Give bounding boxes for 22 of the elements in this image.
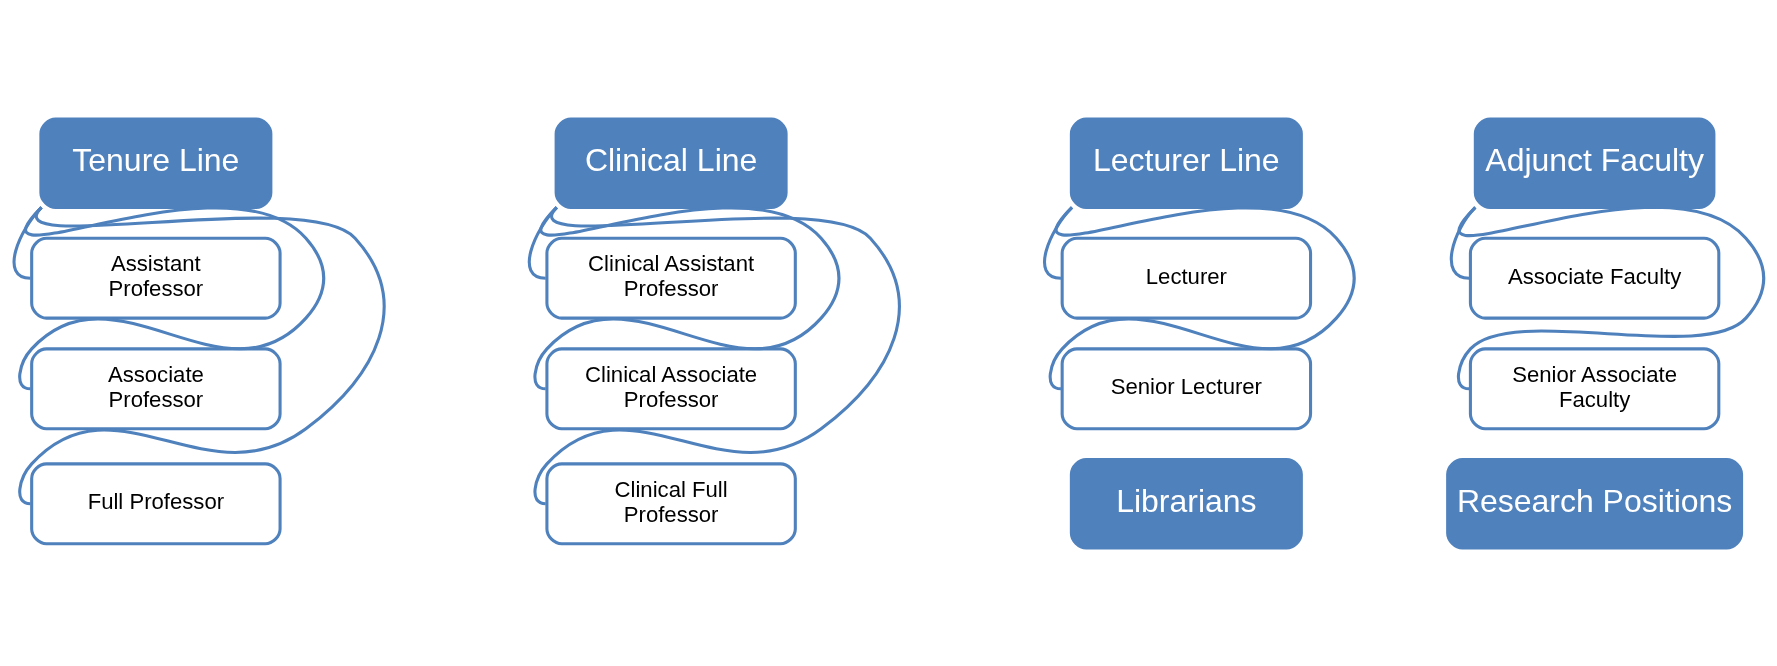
connector	[18, 205, 326, 390]
node-box: Associate Professor	[30, 346, 282, 430]
connector	[18, 206, 386, 505]
connector	[1457, 205, 1766, 390]
connector	[533, 205, 841, 390]
connector	[1048, 205, 1356, 390]
node-box: Librarians	[1069, 457, 1303, 550]
node-box: Clinical Assistant Professor	[545, 236, 797, 320]
node-box: Lecturer	[1060, 236, 1313, 320]
connector	[533, 206, 901, 505]
node-box: Senior Associate Faculty	[1468, 346, 1721, 430]
node-box: Clinical Associate Professor	[545, 346, 797, 430]
node-box: Associate Faculty	[1468, 236, 1721, 320]
node-box: Senior Lecturer	[1060, 346, 1313, 430]
node-box: Research Positions	[1446, 457, 1744, 550]
node-box: Lecturer Line	[1069, 116, 1303, 209]
node-box: Clinical Line	[554, 116, 788, 209]
node-box: Full Professor	[30, 461, 282, 545]
node-box: Assistant Professor	[30, 236, 282, 320]
node-box: Adjunct Faculty	[1473, 116, 1716, 209]
node-box: Tenure Line	[39, 116, 273, 209]
node-box: Clinical Full Professor	[545, 461, 797, 545]
